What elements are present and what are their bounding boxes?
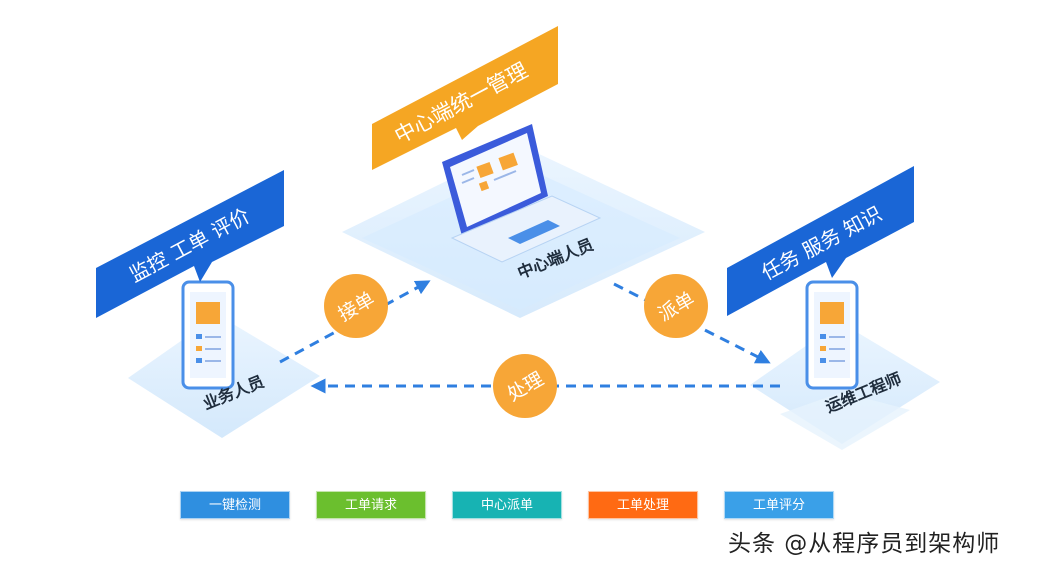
left-phone-icon (181, 280, 235, 390)
legend-button-dispatch[interactable]: 中心派单 (452, 491, 562, 519)
legend-button-rating[interactable]: 工单评分 (724, 491, 834, 519)
right-phone-icon (805, 280, 859, 390)
legend-button-detect[interactable]: 一键检测 (180, 491, 290, 519)
watermark: 头条 @从程序员到架构师 (728, 531, 1001, 557)
accept-arrow (279, 280, 431, 364)
dispatch-circle: 派单 (644, 274, 708, 338)
process-circle: 处理 (493, 354, 557, 418)
laptop-icon (442, 124, 602, 263)
dispatch-arrow (613, 282, 771, 364)
accept-circle: 接单 (324, 274, 388, 338)
legend-button-process[interactable]: 工单处理 (588, 491, 698, 519)
legend-button-request[interactable]: 工单请求 (316, 491, 426, 519)
